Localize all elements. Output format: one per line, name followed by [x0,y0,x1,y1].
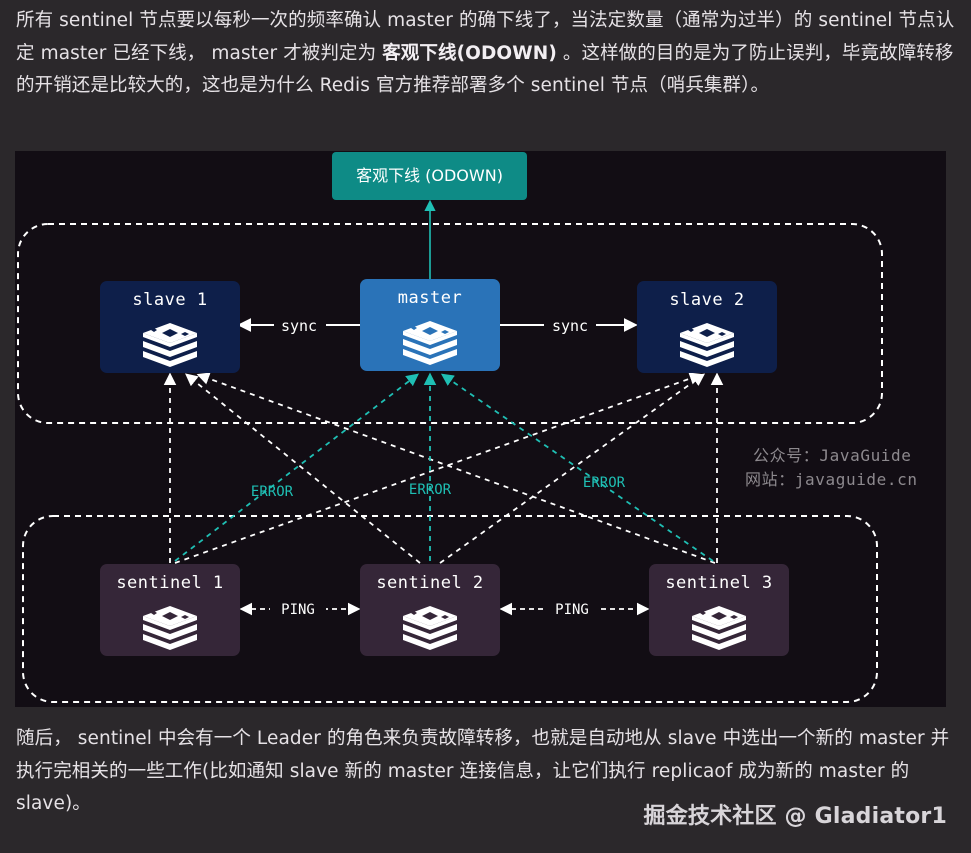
node-label: slave 1 [132,290,208,310]
error-label-1: ERROR [251,484,294,500]
sentinel-odown-diagram: sync sync ERROR ERROR ERROR PING PING 客观… [15,151,946,707]
sentinel1-to-slave2 [174,372,703,564]
sentinel2-to-slave2 [439,373,706,564]
error-label-2: ERROR [409,482,452,498]
redis-icon [680,323,734,367]
node-label: sentinel 2 [376,573,484,593]
paragraph-text: 所有 sentinel 节点要以每秒一次的频率确认 master 的确下线了，当… [16,10,955,64]
sentinel1-error-to-master [174,373,419,562]
sync-label-left: sync [281,317,317,335]
node-slave-2: slave 2 [637,281,777,373]
node-sentinel-1: sentinel 1 [100,564,240,656]
paragraph-bold-term: 客观下线(ODOWN) [382,42,557,64]
paragraph-failover: 随后， sentinel 中会有一个 Leader 的角色来负责故障转移，也就是… [16,728,950,814]
node-master: master [360,279,500,371]
node-label: sentinel 3 [665,573,773,593]
node-label: slave 2 [669,290,745,310]
node-label: sentinel 1 [116,573,224,593]
watermark-javaguide-wechat: 公众号：JavaGuide [753,446,912,465]
sentinel-cluster-frame [22,515,878,703]
sentinel3-to-slave1 [196,372,716,564]
juejin-watermark: 掘金技术社区 @ Gladiator1 [643,804,947,829]
paragraph-text: 。这样做的目的是为了防止误判，毕竟故障转移的开销还是比较大的，这也是为什么 Re… [16,42,954,97]
node-label: master [397,288,463,308]
redis-icon [143,323,197,367]
error-label-3: ERROR [583,475,626,491]
node-sentinel-2: sentinel 2 [360,564,500,656]
ping-label-2: PING [555,602,589,618]
redis-icon [143,606,197,650]
redis-icon [692,606,746,650]
node-slave-1: slave 1 [100,281,240,373]
sentinel2-to-slave1 [185,373,421,564]
ping-label-1: PING [281,602,315,618]
paragraph-odown-explanation: 所有 sentinel 节点要以每秒一次的频率确认 master 的确下线了，当… [16,5,961,103]
node-sentinel-3: sentinel 3 [649,564,789,656]
diagram-lines: sync sync ERROR ERROR ERROR PING PING [17,199,883,703]
odown-box: 客观下线 (ODOWN) [332,152,527,200]
watermark-javaguide-site: 网站：javaguide.cn [745,470,918,489]
sentinel3-error-to-master [440,373,714,562]
redis-icon [403,606,457,650]
data-cluster-frame [17,223,883,424]
sync-label-right: sync [552,317,588,335]
redis-icon [403,321,457,365]
